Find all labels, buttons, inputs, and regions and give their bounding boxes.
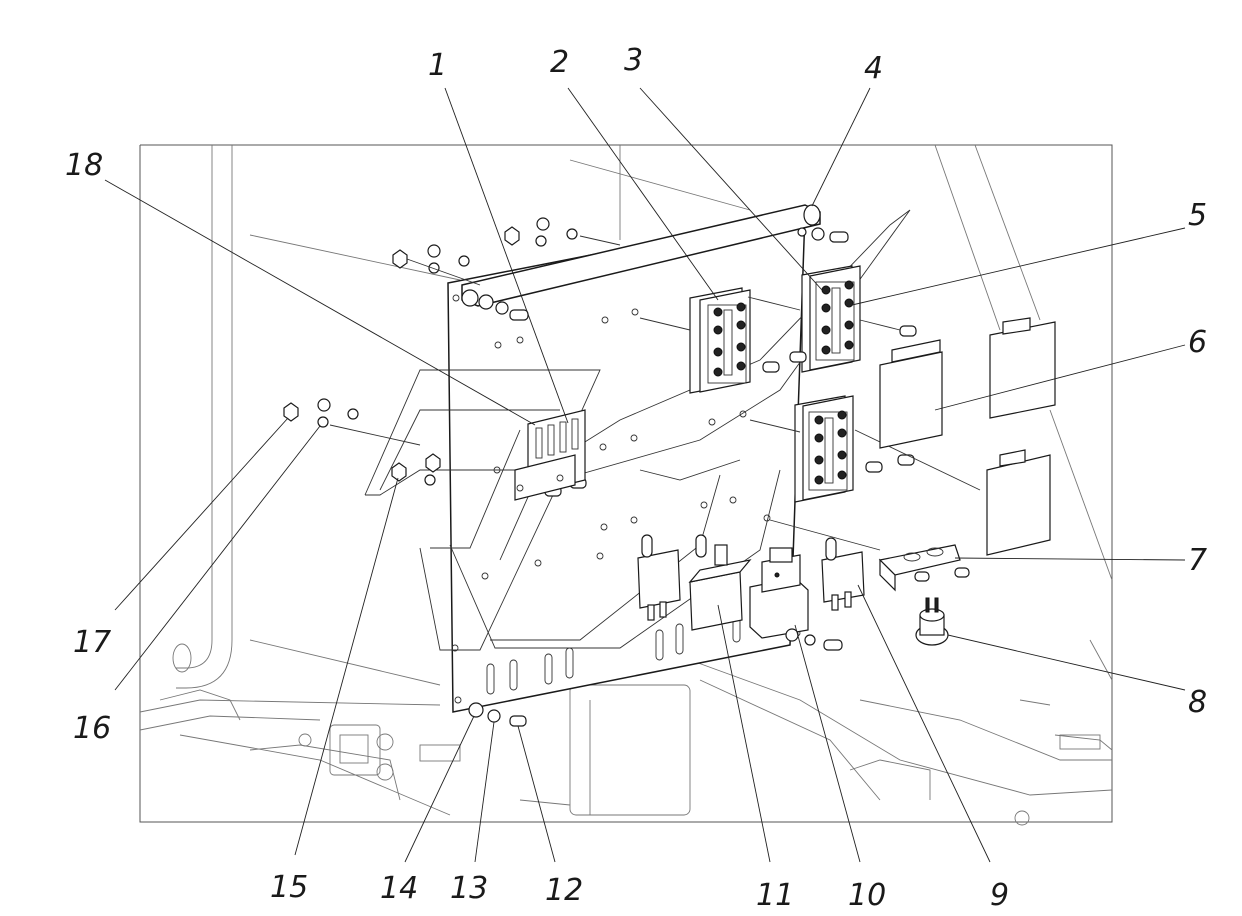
callout-3: 3 xyxy=(624,43,643,78)
relay-block-lower xyxy=(794,395,854,503)
comb-bracket xyxy=(514,409,586,501)
callout-8: 8 xyxy=(1188,685,1207,720)
relay-block-upper xyxy=(801,265,861,373)
callout-9: 9 xyxy=(990,878,1009,913)
callout-14: 14 xyxy=(380,871,418,906)
relay-block-left xyxy=(689,287,751,394)
callout-5: 5 xyxy=(1188,198,1207,233)
callout-7: 7 xyxy=(1188,543,1207,578)
callout-18: 18 xyxy=(65,148,103,183)
chassis-background xyxy=(139,144,1113,826)
bracket-seven xyxy=(878,544,970,592)
cable-outline xyxy=(364,209,911,651)
callout-11: 11 xyxy=(756,878,794,913)
bottom-relays xyxy=(637,534,865,651)
callout-16: 16 xyxy=(73,711,111,746)
callout-2: 2 xyxy=(550,45,569,80)
left-fasteners xyxy=(283,398,441,486)
callout-17: 17 xyxy=(73,625,111,660)
leader-lines xyxy=(104,87,1186,863)
top-fasteners xyxy=(392,217,849,321)
connector-eight xyxy=(915,597,949,646)
callout-1: 1 xyxy=(428,48,447,83)
callout-4: 4 xyxy=(864,51,883,86)
bottom-screws xyxy=(468,702,527,727)
callout-13: 13 xyxy=(450,871,488,906)
callout-10: 10 xyxy=(848,878,886,913)
covers xyxy=(879,317,1056,556)
callout-15: 15 xyxy=(270,870,308,905)
view-frame xyxy=(139,144,1113,823)
callout-12: 12 xyxy=(545,873,583,908)
callout-labels: 1 2 3 4 5 6 7 8 9 10 11 12 13 14 15 16 1… xyxy=(65,43,1207,913)
callout-6: 6 xyxy=(1188,325,1207,360)
